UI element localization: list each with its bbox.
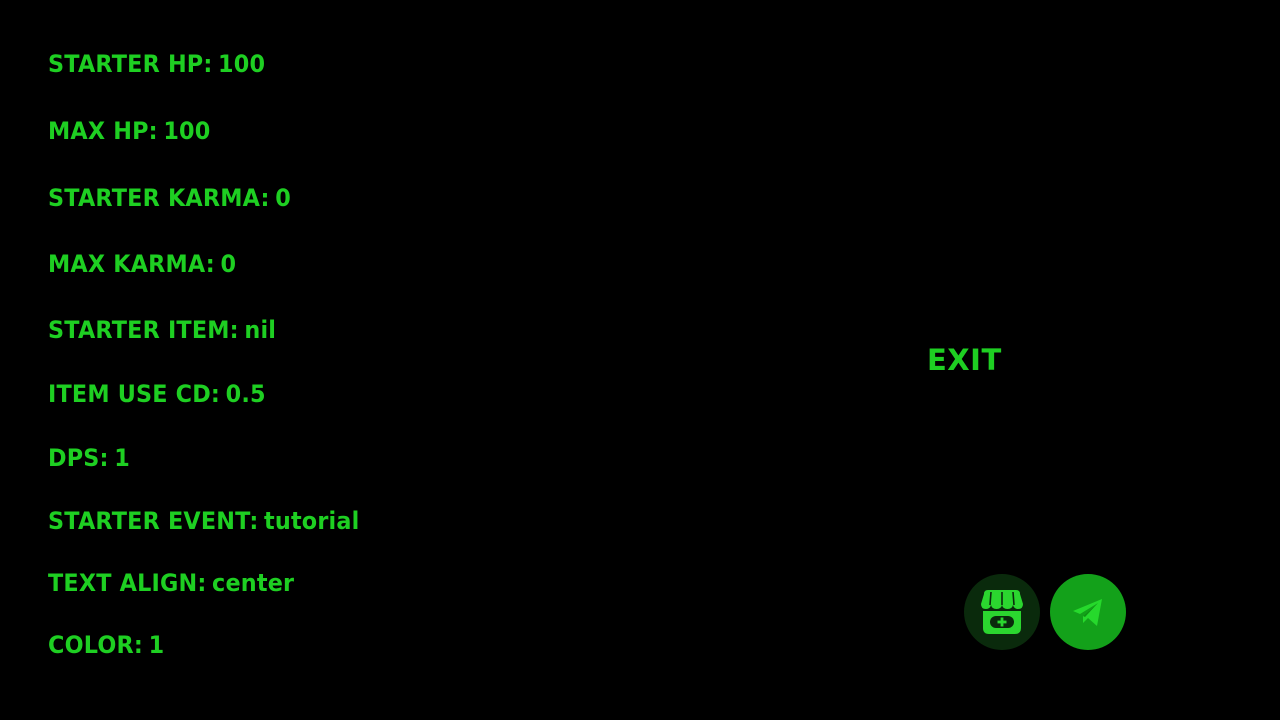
exit-button[interactable]: EXIT (927, 343, 1002, 377)
setting-key: ITEM USE CD: (48, 380, 221, 408)
itch-io-icon (981, 590, 1023, 634)
setting-value: center (212, 569, 295, 597)
setting-text-align[interactable]: TEXT ALIGN:center (48, 569, 294, 597)
setting-starter-item[interactable]: STARTER ITEM:nil (48, 316, 276, 344)
itch-io-button[interactable] (964, 574, 1040, 650)
setting-color[interactable]: COLOR:1 (48, 631, 164, 659)
setting-starter-hp[interactable]: STARTER HP:100 (48, 50, 265, 78)
setting-value: 1 (114, 444, 130, 472)
telegram-icon (1073, 599, 1102, 626)
setting-key: TEXT ALIGN: (48, 569, 207, 597)
setting-key: STARTER EVENT: (48, 507, 259, 535)
setting-value: nil (244, 316, 277, 344)
setting-value: 0.5 (225, 380, 266, 408)
setting-key: STARTER KARMA: (48, 184, 270, 212)
setting-starter-event[interactable]: STARTER EVENT:tutorial (48, 507, 359, 535)
setting-item-use-cd[interactable]: ITEM USE CD:0.5 (48, 380, 266, 408)
setting-value: 0 (275, 184, 291, 212)
setting-value: 100 (218, 50, 266, 78)
setting-key: STARTER HP: (48, 50, 213, 78)
setting-max-hp[interactable]: MAX HP:100 (48, 117, 210, 145)
setting-key: DPS: (48, 444, 109, 472)
setting-dps[interactable]: DPS:1 (48, 444, 130, 472)
settings-list: STARTER HP:100 MAX HP:100 STARTER KARMA:… (48, 0, 648, 720)
setting-key: STARTER ITEM: (48, 316, 239, 344)
telegram-button[interactable] (1050, 574, 1126, 650)
setting-starter-karma[interactable]: STARTER KARMA:0 (48, 184, 291, 212)
setting-max-karma[interactable]: MAX KARMA:0 (48, 250, 236, 278)
setting-value: 100 (163, 117, 211, 145)
setting-value: 1 (148, 631, 165, 659)
setting-key: MAX HP: (48, 117, 158, 145)
setting-key: COLOR: (48, 631, 143, 659)
setting-value: 0 (220, 250, 237, 278)
setting-value: tutorial (264, 507, 360, 535)
setting-key: MAX KARMA: (48, 250, 215, 278)
